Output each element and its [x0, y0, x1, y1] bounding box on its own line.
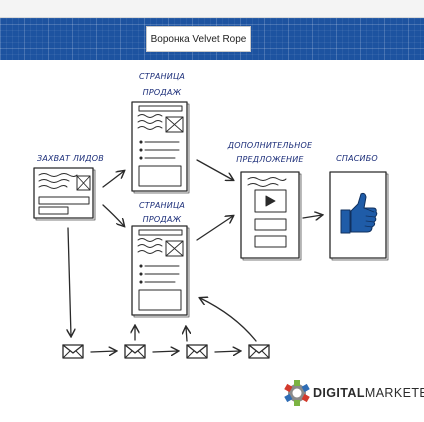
arrow-upsell-to-thanks [302, 215, 322, 218]
arrow-lead-to-sales-1 [102, 171, 124, 188]
label-sales-page-1-line2: ПРОДАЖ [143, 88, 182, 97]
arrow-email-3-to-sales-2 [186, 327, 187, 342]
video-frame [254, 189, 287, 213]
logo-wordmark-strong: DIGITAL [313, 386, 365, 400]
play-icon [265, 195, 276, 207]
label-sales-page-1-line1: СТРАНИЦА [139, 72, 185, 81]
logo-wordmark-light: MARKETER [364, 386, 424, 400]
arrow-email-2-3 [152, 351, 178, 352]
envelope-icon [62, 344, 84, 359]
image-placeholder-icon [76, 175, 91, 191]
digitalmarketer-logo-icon [284, 380, 310, 406]
image-placeholder-icon [165, 116, 184, 133]
digitalmarketer-logo: DIGITALMARKETER [284, 380, 424, 406]
envelope-icon [248, 344, 270, 359]
upsell-page [240, 171, 302, 261]
label-upsell-line2: ПРЕДЛОЖЕНИЕ [236, 155, 304, 164]
thank-you-page [329, 171, 389, 261]
banner-top-edge [0, 0, 424, 18]
header-banner: Воронка Velvet Rope [0, 0, 424, 60]
thumbs-up-icon [340, 192, 378, 234]
sales-page-2 [131, 225, 190, 318]
funnel-title: Воронка Velvet Rope [146, 26, 251, 52]
arrow-sales-2-to-upsell [196, 216, 233, 241]
arrow-lead-to-sales-2 [102, 204, 124, 226]
label-sales-page-2-line2: ПРОДАЖ [143, 215, 182, 224]
label-upsell-line1: ДОПОЛНИТЕЛЬНОЕ [227, 141, 313, 150]
arrow-email-3-4 [214, 351, 240, 352]
label-lead-capture: ЗАХВАТ ЛИДОВ [37, 154, 104, 163]
envelope-icon [124, 344, 146, 359]
image-placeholder-icon [165, 240, 184, 257]
arrow-email-4-to-sales-2 [200, 298, 257, 342]
lead-capture-page [33, 167, 96, 221]
label-sales-page-2-line1: СТРАНИЦА [139, 201, 185, 210]
arrow-email-1-2 [90, 351, 116, 352]
arrow-lead-to-email [68, 227, 71, 336]
logo-wordmark: DIGITALMARKETER [313, 386, 424, 400]
arrow-sales-1-to-upsell [196, 159, 233, 180]
envelope-icon [186, 344, 208, 359]
sales-page-1 [131, 101, 190, 194]
label-thank-you: СПАСИБО [336, 154, 378, 163]
